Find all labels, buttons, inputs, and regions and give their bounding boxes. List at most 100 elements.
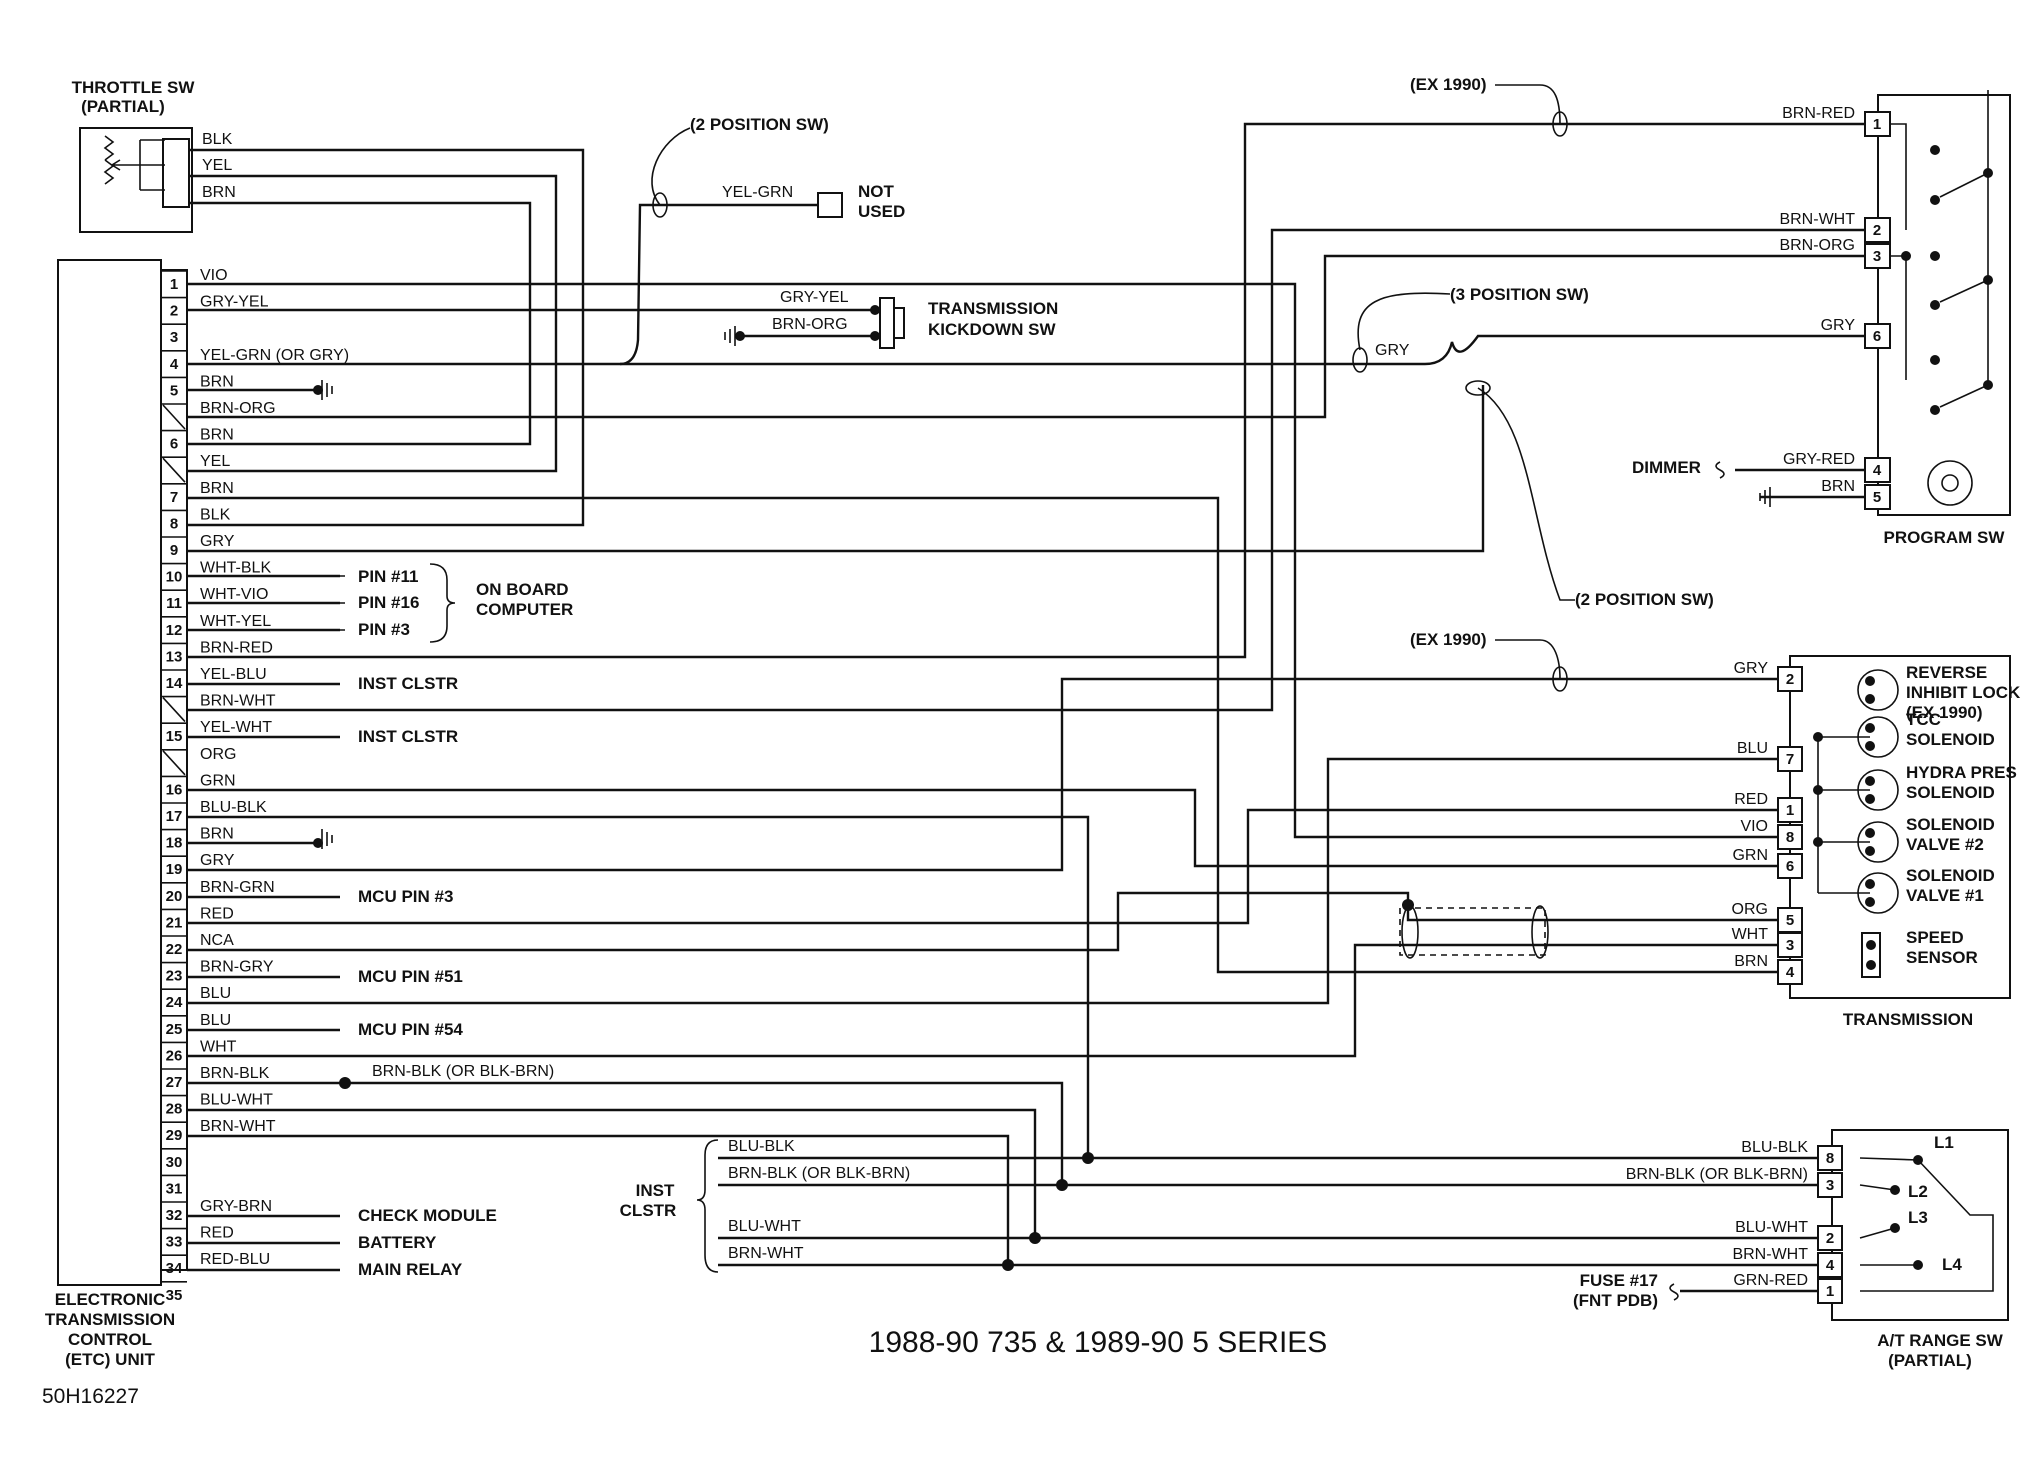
- etc-pin-shared-marker: [162, 697, 186, 723]
- label-inst-clstr-b: INST CLSTR: [358, 727, 458, 746]
- program-sw-pin-number: 2: [1873, 222, 1881, 239]
- etc-wire-label: RED: [200, 905, 234, 922]
- wire-brn-wht: [187, 228, 1865, 712]
- ground-icon: [1759, 487, 1771, 507]
- wire-leads-32-34: [187, 1214, 340, 1272]
- throttle-sw-subtitle: (PARTIAL): [81, 97, 165, 116]
- etc-wire-label: BRN-GRY: [200, 959, 274, 976]
- wire-brn-speed: [187, 496, 1778, 974]
- etc-pin-shared-marker: [162, 457, 186, 483]
- throttle-wire-yel: YEL: [202, 157, 232, 174]
- solenoid-terminal: [1865, 723, 1875, 733]
- wire-gry-pin9: [187, 385, 1485, 553]
- etc-wire-label: BRN-GRN: [200, 879, 275, 896]
- switch-contact: [1930, 355, 1940, 365]
- at-range-sw-pin-number: 1: [1826, 1283, 1834, 1300]
- program-sw-node: [1901, 251, 1911, 261]
- etc-wire-label: BLU-BLK: [200, 799, 267, 816]
- etc-pin-number: 21: [166, 914, 183, 931]
- etc-pin-number: 25: [166, 1021, 183, 1038]
- program-sw-wire-label: GRY: [1821, 317, 1856, 334]
- etc-unit-label-4: (ETC) UNIT: [65, 1350, 155, 1369]
- label-check-module: CHECK MODULE: [358, 1206, 497, 1225]
- switch-contact: [1930, 145, 1940, 155]
- kickdown-switch-plunger: [893, 307, 905, 339]
- solenoid-terminal: [1865, 741, 1875, 751]
- at-range-sw-pin-cell: [1817, 1172, 1843, 1198]
- transmission-pin-cell: [1777, 853, 1803, 879]
- at-range-sw-pin-cell: [1817, 1225, 1843, 1251]
- program-sw-pin-number: 5: [1873, 489, 1881, 506]
- leader-marker: [1552, 111, 1568, 137]
- shield-ellipse-right: [1531, 905, 1549, 959]
- etc-pin-number: 2: [170, 303, 178, 320]
- program-sw-pin-number: 6: [1873, 328, 1881, 345]
- switch-contact: [1930, 300, 1940, 310]
- transmission-wire-label: RED: [1734, 791, 1768, 808]
- transmission-part-label: (EX 1990): [1906, 703, 1983, 722]
- kickdown-label-2: KICKDOWN SW: [928, 320, 1056, 339]
- kickdown-switch: TRANSMISSION KICKDOWN SW GRY-YEL BRN-ORG: [772, 289, 1058, 349]
- bracket-inst-clstr: [696, 1139, 719, 1273]
- etc-pin-number: 23: [166, 968, 183, 985]
- wire-brn-red: [187, 122, 1865, 659]
- switch-contact: [1930, 405, 1940, 415]
- leader-ex1990-top: [1495, 84, 1561, 125]
- transmission-pin-number: 7: [1786, 751, 1794, 768]
- label-brn-blk-alt: BRN-BLK (OR BLK-BRN): [372, 1063, 554, 1080]
- throttle-sw-resistor: [103, 135, 115, 185]
- program-switch: 1BRN-RED2BRN-WHT3BRN-ORG6GRY4GRY-RED5BRN…: [1632, 90, 2011, 547]
- bracket-on-board: [429, 563, 456, 643]
- transmission-part-label: TCC: [1906, 710, 1941, 729]
- kickdown-wire-brn-org: BRN-ORG: [772, 316, 848, 333]
- inst-wire-3: BLU-WHT: [728, 1218, 801, 1235]
- not-used-box: [817, 192, 843, 218]
- etc-pin-number: 13: [166, 648, 183, 665]
- on-board-computer-2: COMPUTER: [476, 600, 573, 619]
- diagram-title: 1988-90 735 & 1989-90 5 SERIES: [869, 1326, 1328, 1359]
- etc-pin-header: [160, 269, 188, 1271]
- transmission-wire-label: WHT: [1732, 926, 1769, 943]
- etc-pin-number: 32: [166, 1207, 183, 1224]
- inst-clstr-label-1: INST: [636, 1181, 675, 1200]
- program-sw-pin-cell: [1864, 484, 1891, 510]
- transmission-pin-number: 2: [1786, 671, 1794, 688]
- switch-blade: [1939, 279, 1989, 303]
- wire-blu-wht: [187, 1108, 1818, 1240]
- wire-blu: [187, 757, 1778, 1005]
- wire-brn-throttle: [187, 201, 532, 446]
- etc-wire-label: RED-BLU: [200, 1251, 270, 1268]
- transmission-part-label: VALVE #1: [1906, 886, 1984, 905]
- etc-wire-label: BRN: [200, 427, 234, 444]
- etc-wire-label: BRN-WHT: [200, 1118, 276, 1135]
- transmission-label: TRANSMISSION: [1843, 1010, 1973, 1029]
- kickdown-switch-body: [879, 297, 895, 349]
- wire-dimmer-leads: [1735, 468, 1865, 499]
- figure-id: 50H16227: [42, 1385, 139, 1408]
- etc-wire-label: BRN: [200, 480, 234, 497]
- solenoid-terminal: [1865, 897, 1875, 907]
- program-sw-pin-cell: [1864, 217, 1891, 243]
- transmission-box: [1789, 655, 2011, 999]
- etc-wire-label: BLU: [200, 1012, 231, 1029]
- etc-unit-box: [57, 259, 162, 1286]
- etc-pin-number: 1: [170, 276, 178, 293]
- throttle-sw-wiper: [110, 159, 140, 171]
- etc-wire-label: ORG: [200, 746, 236, 763]
- leader-3pos: [1357, 292, 1451, 351]
- program-sw-wire-label: BRN: [1821, 478, 1855, 495]
- label-pin16: PIN #16: [358, 593, 419, 612]
- wire-gry-3pos: GRY: [1375, 342, 1410, 359]
- solenoid-terminal: [1865, 828, 1875, 838]
- program-sw-label: PROGRAM SW: [1884, 528, 2006, 547]
- label-mcu3: MCU PIN #3: [358, 887, 453, 906]
- sensor-terminal: [1866, 960, 1876, 970]
- junction-dot: [1002, 1259, 1014, 1271]
- label-pin11: PIN #11: [358, 567, 419, 586]
- range-contact-label-l3: L3: [1908, 1208, 1928, 1227]
- etc-wire-label: GRY-BRN: [200, 1198, 272, 1215]
- etc-pin-number: 16: [166, 781, 183, 798]
- transmission-pin-number: 4: [1786, 964, 1795, 981]
